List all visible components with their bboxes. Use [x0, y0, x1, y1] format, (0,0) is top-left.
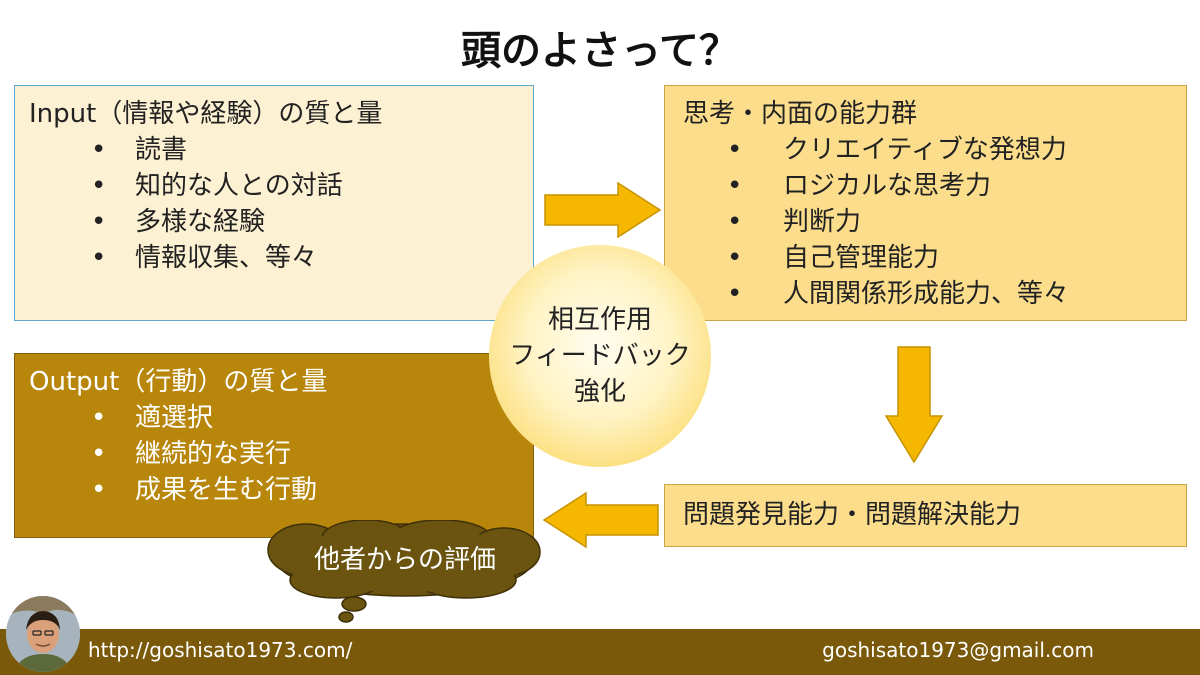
footer-bar: http://goshisato1973.com/ goshisato1973@…: [0, 629, 1200, 675]
bullet-icon: •: [91, 207, 107, 237]
bullet-icon: •: [727, 207, 743, 237]
arrow-left-icon: [542, 492, 659, 548]
list-item-label: 情報収集、等々: [135, 243, 318, 273]
thinking-box: 思考・内面の能力群 • クリエイティブな発想力 • ロジカルな思考力 • 判断力 • 自…: [664, 85, 1187, 321]
bullet-icon: •: [727, 135, 743, 165]
thought-cloud-icon: [267, 520, 541, 623]
arrow-down-icon: [884, 346, 944, 464]
bullet-icon: •: [727, 171, 743, 201]
circle-line-1: 相互作用: [547, 305, 652, 335]
circle-line-3: 強化: [573, 377, 626, 407]
list-item: • 適選択: [29, 400, 519, 436]
list-item-label: 人間関係形成能力、等々: [783, 279, 1070, 309]
footer-email-link[interactable]: goshisato1973@gmail.com: [822, 638, 1094, 662]
thinking-heading: 思考・内面の能力群: [683, 99, 918, 129]
list-item: • 成果を生む行動: [29, 472, 519, 508]
list-item: • 多様な経験: [29, 204, 519, 240]
list-item: • ロジカルな思考力: [683, 168, 1172, 204]
list-item: • 人間関係形成能力、等々: [683, 276, 1172, 312]
problem-solving-box: 問題発見能力・問題解決能力: [664, 484, 1187, 547]
evaluation-cloud: 他者からの評価: [266, 520, 544, 624]
output-list: • 適選択 • 継続的な実行 • 成果を生む行動: [29, 400, 519, 508]
input-box: Input（情報や経験）の質と量 • 読書 • 知的な人との対話 • 多様な経験 • 情…: [14, 85, 534, 321]
list-item-label: 多様な経験: [135, 207, 266, 237]
circle-line-2: フィードバック: [509, 341, 691, 371]
bullet-icon: •: [91, 475, 107, 505]
avatar: [6, 596, 80, 672]
evaluation-label: 他者からの評価: [313, 545, 496, 575]
output-heading: Output（行動）の質と量: [29, 367, 328, 397]
bullet-icon: •: [91, 243, 107, 273]
page-title: 頭のよさって？: [461, 28, 739, 74]
list-item: • 読書: [29, 132, 519, 168]
list-item-label: 知的な人との対話: [135, 171, 343, 201]
list-item-label: クリエイティブな発想力: [783, 135, 1067, 165]
list-item: • クリエイティブな発想力: [683, 132, 1172, 168]
list-item-label: ロジカルな思考力: [783, 171, 992, 201]
input-heading: Input（情報や経験）の質と量: [29, 99, 383, 129]
bullet-icon: •: [91, 135, 107, 165]
bullet-icon: •: [91, 439, 107, 469]
list-item: • 継続的な実行: [29, 436, 519, 472]
list-item-label: 適選択: [135, 403, 214, 433]
list-item-label: 自己管理能力: [783, 243, 940, 273]
list-item: • 情報収集、等々: [29, 240, 519, 276]
bullet-icon: •: [727, 279, 743, 309]
thinking-list: • クリエイティブな発想力 • ロジカルな思考力 • 判断力 • 自己管理能力 • 人間関…: [683, 132, 1172, 312]
list-item: • 自己管理能力: [683, 240, 1172, 276]
list-item: • 判断力: [683, 204, 1172, 240]
footer-url-link[interactable]: http://goshisato1973.com/: [88, 638, 353, 662]
feedback-circle: 相互作用 フィードバック 強化: [489, 245, 711, 467]
list-item-label: 成果を生む行動: [135, 475, 318, 505]
bullet-icon: •: [727, 243, 743, 273]
input-list: • 読書 • 知的な人との対話 • 多様な経験 • 情報収集、等々: [29, 132, 519, 276]
list-item: • 知的な人との対話: [29, 168, 519, 204]
list-item-label: 判断力: [783, 207, 862, 237]
list-item-label: 継続的な実行: [135, 439, 292, 469]
bullet-icon: •: [91, 403, 107, 433]
output-box: Output（行動）の質と量 • 適選択 • 継続的な実行 • 成果を生む行動: [14, 353, 534, 538]
arrow-right-icon: [544, 182, 662, 238]
list-item-label: 読書: [135, 135, 188, 165]
problem-solving-label: 問題発見能力・問題解決能力: [683, 500, 1022, 530]
bullet-icon: •: [91, 171, 107, 201]
avatar-portrait-icon: [6, 596, 80, 672]
